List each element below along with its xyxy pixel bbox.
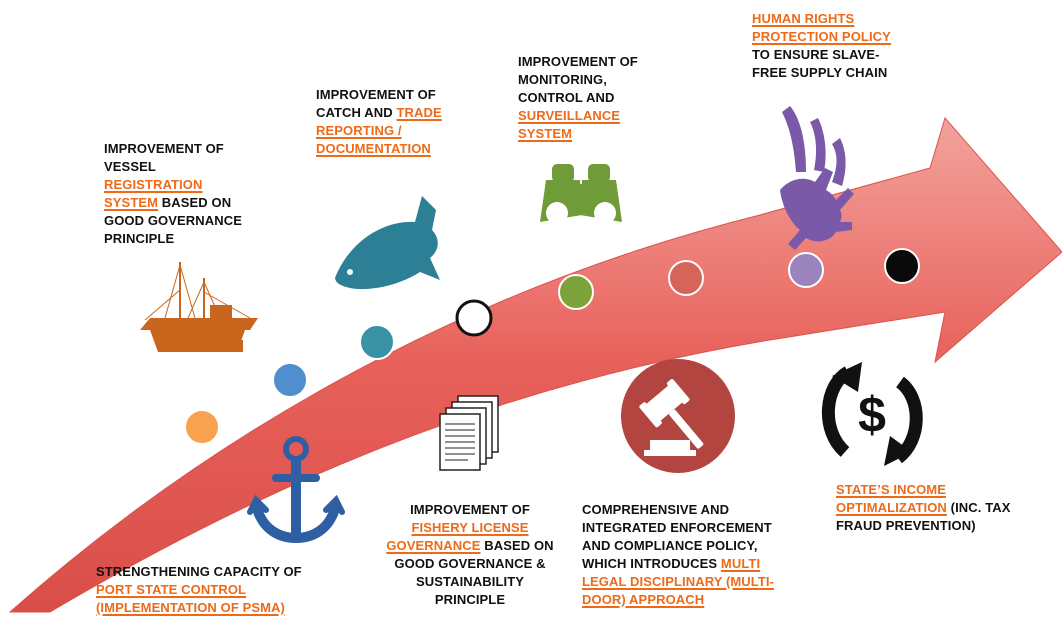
- documents-icon: [439, 395, 499, 471]
- label-monitoring: IMPROVEMENT OF MONITORING, CONTROL AND S…: [518, 53, 638, 143]
- enforcement-line-4: WHICH INTRODUCES: [582, 556, 721, 571]
- monitoring-line-3: CONTROL AND: [518, 90, 615, 105]
- milestone-dot-7: [788, 252, 824, 288]
- income-line-2-highlight: OPTIMALIZATION: [836, 500, 947, 515]
- vessel-line-2: VESSEL: [104, 159, 156, 174]
- label-port-state-control: STRENGTHENING CAPACITY OF PORT STATE CON…: [96, 563, 302, 617]
- license-line-2: FISHERY LICENSE: [411, 520, 529, 535]
- enforcement-line-6: DOOR) APPROACH: [582, 592, 705, 607]
- enforcement-line-5: LEGAL DISCIPLINARY (MULTI-: [582, 574, 775, 589]
- catch-line-2: CATCH AND: [316, 105, 397, 120]
- license-line-4: GOOD GOVERNANCE &: [394, 556, 546, 571]
- license-line-5: SUSTAINABILITY: [415, 574, 525, 589]
- ship-icon: [140, 262, 258, 352]
- human-line-1: HUMAN RIGHTS: [752, 11, 855, 26]
- milestone-dots: [184, 248, 920, 445]
- label-vessel-registration: IMPROVEMENT OF VESSEL REGISTRATION SYSTE…: [104, 140, 242, 248]
- label-human-rights: HUMAN RIGHTS PROTECTION POLICY TO ENSURE…: [752, 10, 891, 82]
- income-line-2-rest: (INC. TAX: [946, 500, 1011, 515]
- hand-icon: [780, 106, 854, 250]
- milestone-dot-5: [558, 274, 594, 310]
- vessel-line-5: GOOD GOVERNANCE: [104, 213, 243, 228]
- anchor-icon: [247, 436, 345, 544]
- vessel-line-4-highlight: SYSTEM: [104, 195, 159, 210]
- milestone-dot-6: [668, 260, 704, 296]
- income-line-3: FRAUD PREVENTION): [836, 518, 976, 533]
- label-enforcement: COMPREHENSIVE AND INTEGRATED ENFORCEMENT…: [582, 501, 774, 609]
- svg-text:$: $: [858, 387, 886, 443]
- vessel-line-1: IMPROVEMENT OF: [104, 141, 224, 156]
- binoculars-icon: [540, 164, 622, 224]
- label-catch-trade: IMPROVEMENT OF CATCH AND TRADE REPORTING…: [316, 86, 442, 158]
- monitoring-line-5: SYSTEM: [518, 126, 573, 141]
- catch-line-1: IMPROVEMENT OF: [316, 87, 436, 102]
- monitoring-line-2: MONITORING,: [518, 72, 607, 87]
- catch-line-3: REPORTING /: [316, 123, 402, 138]
- income-line-1: STATE’S INCOME: [836, 482, 946, 497]
- catch-line-4: DOCUMENTATION: [316, 141, 431, 156]
- human-line-3: TO ENSURE SLAVE-: [752, 47, 880, 62]
- license-line-3-rest: BASED ON: [480, 538, 554, 553]
- monitoring-line-1: IMPROVEMENT OF: [518, 54, 638, 69]
- milestone-dot-1: [184, 409, 220, 445]
- enforcement-line-2: INTEGRATED ENFORCEMENT: [582, 520, 772, 535]
- fish-icon: [335, 196, 440, 290]
- vessel-line-6: PRINCIPLE: [104, 231, 175, 246]
- enforcement-line-1: COMPREHENSIVE AND: [582, 502, 730, 517]
- port-line-2: PORT STATE CONTROL: [96, 582, 247, 597]
- license-line-3-highlight: GOVERNANCE: [386, 538, 481, 553]
- license-line-1: IMPROVEMENT OF: [410, 502, 530, 517]
- milestone-dot-4: [455, 299, 493, 337]
- human-line-4: FREE SUPPLY CHAIN: [752, 65, 888, 80]
- enforcement-line-3: AND COMPLIANCE POLICY,: [582, 538, 758, 553]
- gavel-icon: [621, 359, 735, 473]
- vessel-line-4-rest: BASED ON: [158, 195, 232, 210]
- dollar-cycle-icon: $: [821, 362, 923, 466]
- milestone-dot-8: [884, 248, 920, 284]
- label-fishery-license: IMPROVEMENT OF FISHERY LICENSE GOVERNANC…: [370, 501, 570, 609]
- human-line-2: PROTECTION POLICY: [752, 29, 891, 44]
- monitoring-line-4: SURVEILLANCE: [518, 108, 621, 123]
- license-line-6: PRINCIPLE: [434, 592, 506, 607]
- vessel-line-3: REGISTRATION: [104, 177, 203, 192]
- catch-line-2-highlight: TRADE: [396, 105, 442, 120]
- milestone-dot-2: [272, 362, 308, 398]
- milestone-dot-3: [359, 324, 395, 360]
- enforcement-line-4-highlight: MULTI: [720, 556, 761, 571]
- port-line-1: STRENGTHENING CAPACITY OF: [96, 564, 302, 579]
- port-line-3: (IMPLEMENTATION OF PSMA): [96, 600, 285, 615]
- label-state-income: STATE’S INCOME OPTIMALIZATION (INC. TAX …: [836, 481, 1011, 535]
